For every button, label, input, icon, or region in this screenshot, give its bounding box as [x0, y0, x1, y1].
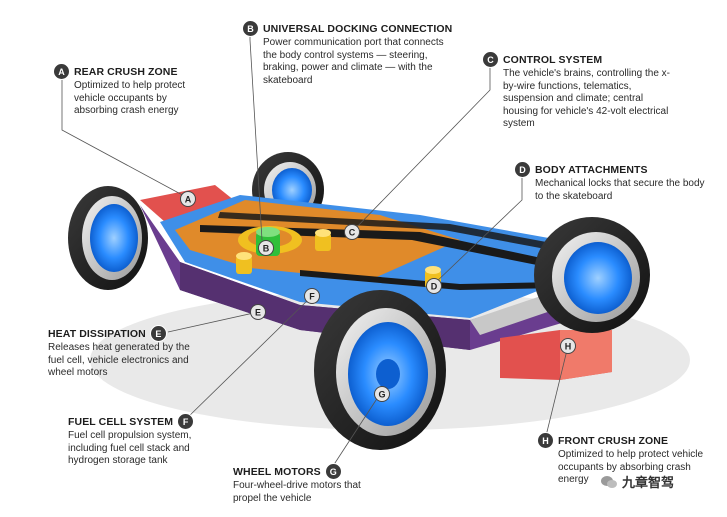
front-crush-zone-title: FRONT CRUSH ZONE	[558, 434, 669, 447]
badge-d-on-diagram: D	[426, 278, 442, 294]
badge-g: G	[325, 464, 341, 479]
badge-h: H	[538, 433, 553, 448]
svg-text:A: A	[185, 195, 192, 205]
callout-control-system: C CONTROL SYSTEM The vehicle's brains, c…	[483, 52, 703, 131]
callout-heat-dissipation: E HEAT DISSIPATION Releases heat generat…	[48, 326, 208, 380]
svg-text:C: C	[349, 228, 356, 238]
badge-c: C	[483, 52, 498, 67]
badge-a-on-diagram: A	[180, 191, 196, 207]
front-left-wheel	[314, 290, 446, 450]
svg-text:G: G	[378, 390, 385, 400]
svg-text:H: H	[565, 342, 572, 352]
body-attachments-desc: Mechanical locks that secure the body to…	[535, 178, 705, 202]
svg-text:F: F	[309, 292, 315, 302]
front-right-wheel	[534, 217, 650, 333]
badge-f: F	[178, 414, 194, 429]
badge-b-on-diagram: B	[258, 240, 274, 256]
universal-docking-connection-desc: Power communication port that connects t…	[263, 37, 444, 86]
rear-crush-zone-title: REAR CRUSH ZONE	[74, 65, 178, 78]
callout-body-attachments: D BODY ATTACHMENTS Mechanical locks that…	[515, 162, 720, 203]
badge-g-on-diagram: G	[374, 386, 390, 402]
fuel-cell-system-desc: Fuel cell propulsion system, including f…	[68, 430, 192, 466]
badge-h-on-diagram: H	[560, 338, 576, 354]
badge-a: A	[54, 64, 69, 79]
control-system-desc: The vehicle's brains, controlling the x-…	[503, 68, 670, 129]
callout-rear-crush-zone: A REAR CRUSH ZONE Optimized to help prot…	[54, 64, 269, 118]
rear-left-wheel	[68, 186, 148, 290]
wheel-motors-title: WHEEL MOTORS	[233, 465, 321, 478]
heat-dissipation-title: HEAT DISSIPATION	[48, 327, 146, 340]
badge-e: E	[150, 326, 166, 341]
badge-c-on-diagram: C	[344, 224, 360, 240]
fuel-cell-system-title: FUEL CELL SYSTEM	[68, 415, 174, 428]
universal-docking-connection-title: UNIVERSAL DOCKING CONNECTION	[263, 22, 453, 35]
callout-fuel-cell-system: F FUEL CELL SYSTEM Fuel cell propulsion …	[68, 414, 218, 468]
leader-lines	[61, 28, 569, 467]
badge-f-on-diagram: F	[304, 288, 320, 304]
badge-d: D	[515, 162, 530, 177]
badge-e-on-diagram: E	[250, 304, 266, 320]
badge-b: B	[243, 21, 258, 36]
body-attachments-title: BODY ATTACHMENTS	[535, 163, 648, 176]
svg-text:B: B	[263, 244, 270, 254]
svg-text:D: D	[431, 282, 438, 292]
svg-text:E: E	[255, 308, 261, 318]
control-system-title: CONTROL SYSTEM	[503, 53, 603, 66]
callout-wheel-motors: G WHEEL MOTORS Four-wheel-drive motors t…	[233, 464, 363, 505]
wechat-icon	[601, 475, 617, 488]
rear-crush-zone-desc: Optimized to help protect vehicle occupa…	[74, 80, 186, 116]
diagram-badges: A B C D E F G H	[180, 191, 576, 402]
wheel-motors-desc: Four-wheel-drive motors that propel the …	[233, 480, 361, 504]
watermark-text: 九章智驾	[622, 475, 675, 490]
front-crush-zone-desc: Optimized to help protect vehicle occupa…	[558, 449, 704, 485]
callout-universal-docking-connection: B UNIVERSAL DOCKING CONNECTION Power com…	[243, 21, 468, 87]
callout-front-crush-zone: H FRONT CRUSH ZONE Optimized to help pro…	[538, 433, 723, 487]
watermark: 九章智驾	[600, 472, 674, 491]
heat-dissipation-desc: Releases heat generated by the fuel cell…	[48, 342, 190, 378]
